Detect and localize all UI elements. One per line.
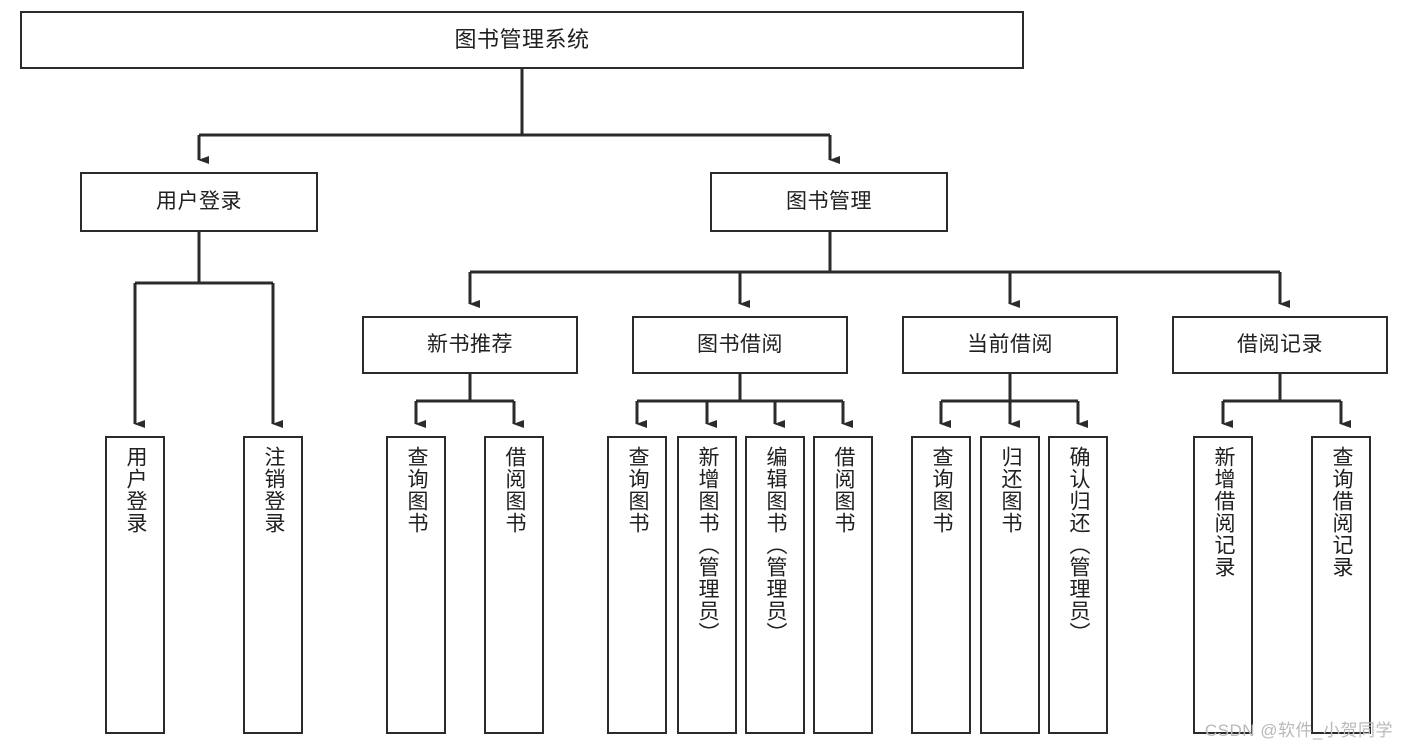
node-label-leaf-query-book-1: 查询图书 [405,446,429,534]
node-leaf-borrow-book-1[interactable]: 借阅图书 [484,436,544,734]
node-label-user-login: 用户登录 [156,189,242,213]
node-label-new-book-recommend: 新书推荐 [427,332,513,356]
node-leaf-confirm-return[interactable]: 确认归还（管理员） [1048,436,1108,734]
node-leaf-query-book-1[interactable]: 查询图书 [386,436,446,734]
node-label-leaf-query-book-2: 查询图书 [626,446,650,534]
node-leaf-edit-book[interactable]: 编辑图书（管理员） [745,436,805,734]
node-label-leaf-query-book-3: 查询图书 [930,446,954,534]
node-label-leaf-add-book: 新增图书（管理员） [696,446,720,644]
node-leaf-query-book-2[interactable]: 查询图书 [607,436,667,734]
node-leaf-borrow-book-2[interactable]: 借阅图书 [813,436,873,734]
node-label-leaf-edit-book: 编辑图书（管理员） [764,446,788,644]
node-book-manage[interactable]: 图书管理 [710,172,948,232]
node-current-borrow[interactable]: 当前借阅 [902,316,1118,374]
node-leaf-query-book-3[interactable]: 查询图书 [911,436,971,734]
node-leaf-return-book[interactable]: 归还图书 [980,436,1040,734]
node-label-borrow-record: 借阅记录 [1237,332,1323,356]
node-label-leaf-borrow-book-1: 借阅图书 [503,446,527,534]
node-book-borrow[interactable]: 图书借阅 [632,316,848,374]
node-leaf-add-book[interactable]: 新增图书（管理员） [677,436,737,734]
node-leaf-user-login[interactable]: 用户登录 [105,436,165,734]
node-label-root: 图书管理系统 [454,27,590,53]
node-leaf-logout-login[interactable]: 注销登录 [243,436,303,734]
node-label-leaf-add-record: 新增借阅记录 [1212,446,1236,578]
node-label-leaf-borrow-book-2: 借阅图书 [832,446,856,534]
node-borrow-record[interactable]: 借阅记录 [1172,316,1388,374]
node-label-book-borrow: 图书借阅 [697,332,783,356]
node-label-leaf-logout-login: 注销登录 [262,446,286,534]
node-label-leaf-confirm-return: 确认归还（管理员） [1067,446,1091,644]
node-user-login[interactable]: 用户登录 [80,172,318,232]
watermark-text: CSDN @软件_小贺同学 [1204,721,1393,740]
node-new-book-recommend[interactable]: 新书推荐 [362,316,578,374]
node-root-system[interactable]: 图书管理系统 [20,11,1024,69]
node-leaf-add-record[interactable]: 新增借阅记录 [1193,436,1253,734]
node-leaf-query-record[interactable]: 查询借阅记录 [1311,436,1371,734]
node-label-leaf-return-book: 归还图书 [999,446,1023,534]
node-label-leaf-user-login: 用户登录 [124,446,148,534]
node-label-leaf-query-record: 查询借阅记录 [1330,446,1354,578]
node-label-book-manage: 图书管理 [786,189,872,213]
node-label-current-borrow: 当前借阅 [967,332,1053,356]
